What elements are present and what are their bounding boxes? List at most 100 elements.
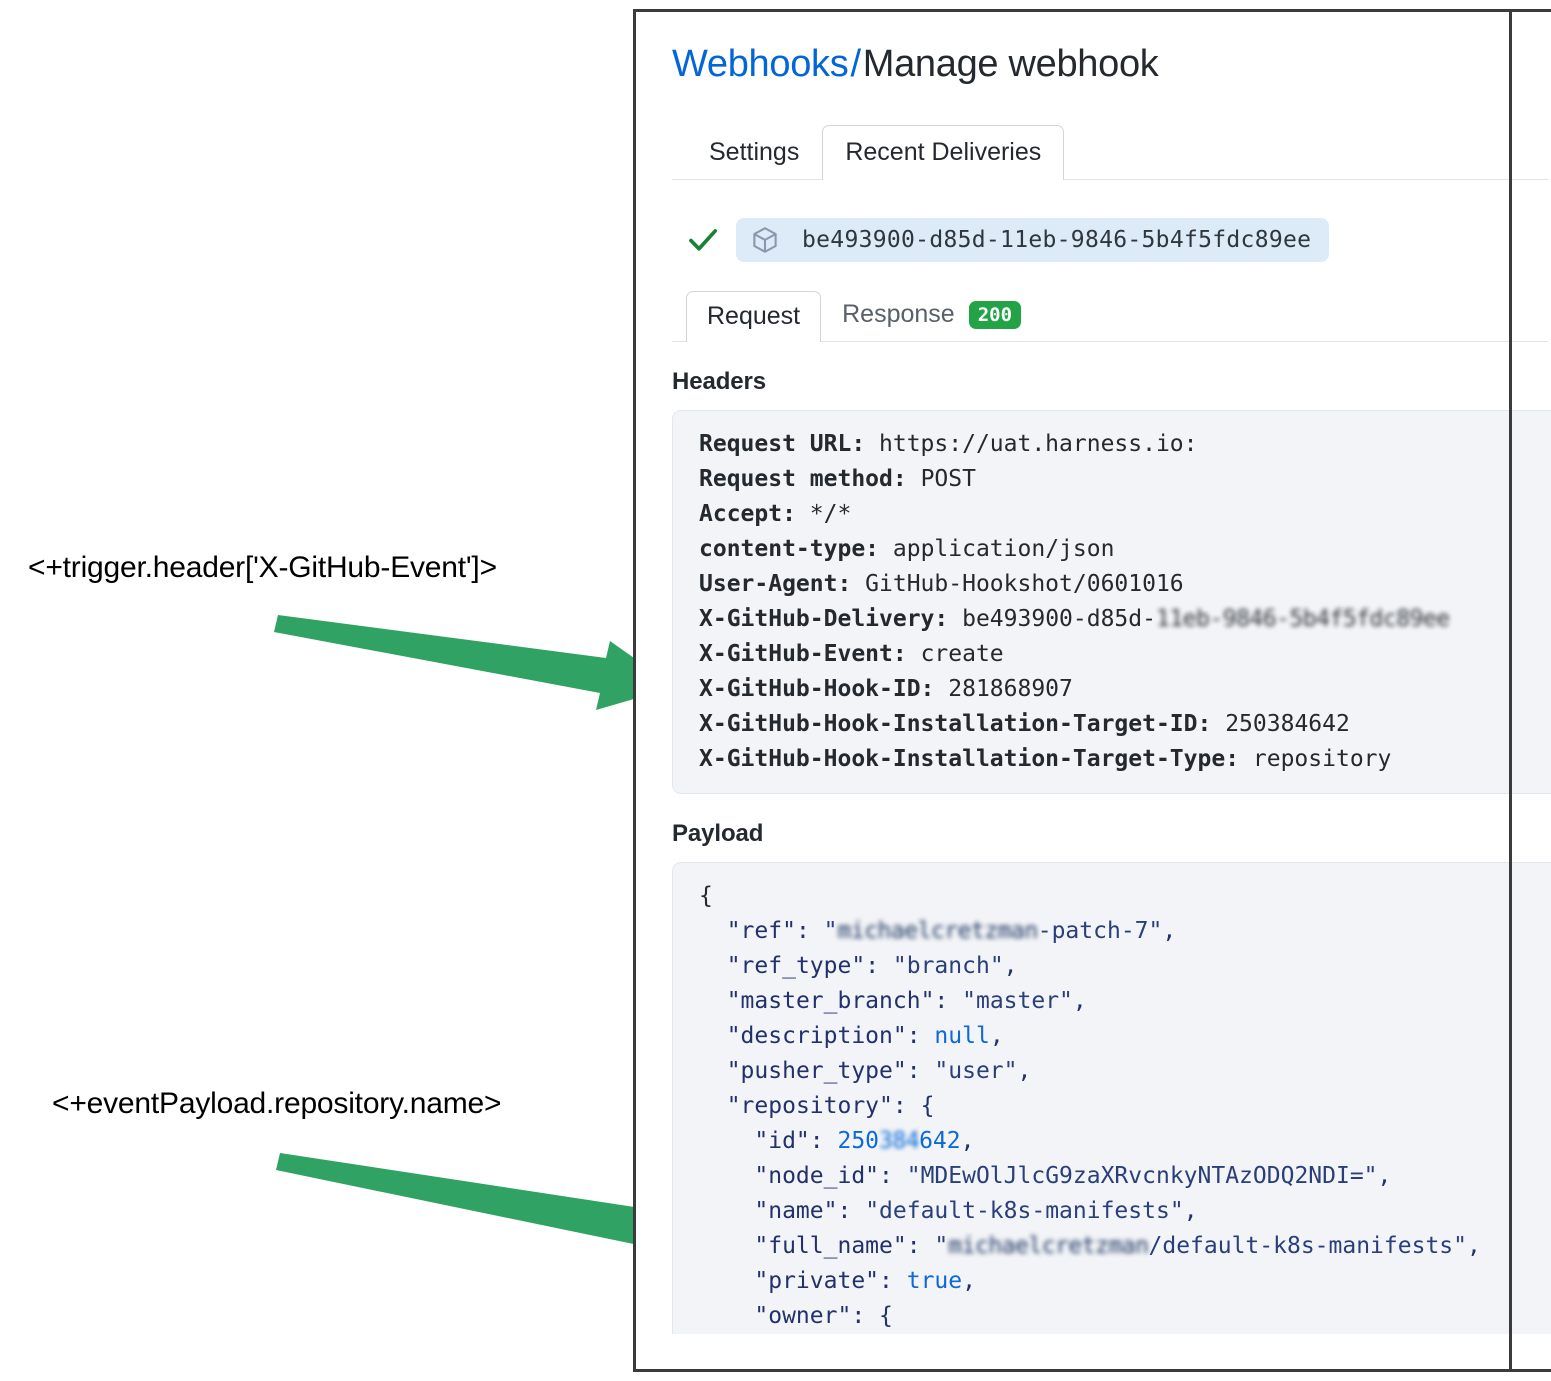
json-punct: :: [934, 987, 963, 1014]
page-title: Webhooks/Manage webhook: [672, 12, 1548, 88]
payload-indent: [699, 1163, 754, 1189]
json-string-redacted: michaelcretzman: [837, 917, 1039, 944]
header-value: https://uat.harness.io:: [879, 430, 1198, 457]
payload-indent: [699, 1128, 754, 1154]
json-key: "private": [754, 1267, 880, 1294]
json-key: "name": [754, 1197, 838, 1224]
payload-code-block: { "ref": "michaelcretzman-patch-7", "ref…: [672, 861, 1551, 1334]
json-number: 250: [837, 1127, 880, 1154]
payload-line: "ref": "michaelcretzman-patch-7",: [699, 914, 1551, 949]
header-value: POST: [920, 465, 976, 492]
check-icon: [689, 228, 718, 251]
payload-section-label: Payload: [672, 819, 764, 847]
json-literal: null: [934, 1022, 990, 1049]
payload-line: "master_branch": "master",: [699, 984, 1551, 1019]
json-string: ": [934, 1232, 949, 1259]
headers-section-label: Headers: [672, 367, 767, 395]
json-string: "user": [934, 1057, 1018, 1084]
payload-line: "full_name": "michaelcretzman/default-k8…: [699, 1229, 1551, 1264]
json-string-redacted: michaelcretzman: [948, 1232, 1149, 1259]
header-value: repository: [1252, 745, 1392, 772]
json-punct: ,: [962, 1267, 976, 1294]
header-value: */*: [809, 500, 852, 527]
tab-request-label: Request: [707, 301, 801, 330]
payload-indent: [699, 1233, 754, 1259]
tab-settings[interactable]: Settings: [709, 137, 800, 166]
json-string: /default-k8s-manifests": [1148, 1232, 1468, 1259]
json-punct: : {: [851, 1302, 893, 1329]
header-key: X-GitHub-Delivery:: [699, 605, 963, 632]
json-key: "full_name": [754, 1232, 907, 1259]
header-line: X-GitHub-Delivery: be493900-d85d-11eb-98…: [699, 602, 1551, 637]
headers-code-block: Request URL: https://uat.harness.io:Requ…: [672, 409, 1551, 794]
json-punct: :: [837, 1197, 866, 1224]
payload-indent: [699, 1303, 754, 1329]
json-punct: ,: [960, 1127, 975, 1154]
payload-indent: [699, 1023, 727, 1049]
header-key: X-GitHub-Event:: [699, 640, 921, 667]
header-value-redacted: 11eb-9846-5b4f5fdc89ee: [1155, 605, 1450, 632]
json-punct: :: [879, 1267, 907, 1294]
tab-recent-deliveries[interactable]: Recent Deliveries: [822, 124, 1065, 181]
breadcrumb-link-webhooks[interactable]: Webhooks: [672, 43, 849, 85]
json-string: "master": [962, 987, 1073, 1014]
breadcrumb-current: Manage webhook: [862, 43, 1159, 85]
json-punct: ,: [1467, 1232, 1481, 1259]
payload-line: {: [699, 879, 1551, 914]
json-string: "MDEwOlJlcG9zaXRvcnkyNTAzODQ2NDI=": [906, 1162, 1378, 1189]
json-punct: :: [879, 1162, 907, 1189]
tab-response-label: Response: [842, 300, 955, 329]
json-string: -patch-7": [1037, 917, 1163, 944]
header-line: Request URL: https://uat.harness.io:: [699, 427, 1551, 462]
header-line: X-GitHub-Hook-Installation-Target-ID: 25…: [699, 707, 1551, 742]
payload-indent: [699, 918, 727, 944]
payload-line: "node_id": "MDEwOlJlcG9zaXRvcnkyNTAzODQ2…: [699, 1159, 1551, 1194]
json-punct: :: [906, 1232, 935, 1259]
header-key: content-type:: [699, 535, 893, 562]
tab-request[interactable]: Request: [686, 290, 822, 343]
tab-response[interactable]: Response 200: [821, 288, 1042, 342]
header-key: X-GitHub-Hook-ID:: [699, 675, 949, 702]
json-punct: :: [865, 952, 893, 979]
payload-indent: [699, 1198, 754, 1224]
delivery-subtabs: Request Response 200: [672, 284, 1548, 343]
header-key: User-Agent:: [699, 570, 866, 597]
json-punct: ,: [1183, 1197, 1198, 1224]
header-line: Request method: POST: [699, 462, 1551, 497]
header-key: Request method:: [699, 465, 921, 492]
header-line: Accept: */*: [699, 497, 1551, 532]
json-punct: :: [809, 1127, 838, 1154]
header-line: X-GitHub-Event: create: [699, 637, 1551, 672]
payload-indent: [699, 988, 727, 1014]
json-punct: :: [906, 1022, 935, 1049]
header-key: Accept:: [699, 500, 810, 527]
json-punct: ,: [989, 1022, 1004, 1049]
header-value: application/json: [892, 535, 1115, 562]
header-key: Request URL:: [699, 430, 880, 457]
json-punct: :: [795, 917, 824, 944]
annotation-event-payload: <+eventPayload.repository.name>: [52, 1087, 502, 1120]
json-key: "node_id": [754, 1162, 880, 1189]
header-key: X-GitHub-Hook-Installation-Target-ID:: [699, 710, 1226, 737]
delivery-row: be493900-d85d-11eb-9846-5b4f5fdc89ee: [672, 217, 1548, 262]
json-key: "repository": [726, 1092, 893, 1119]
panel-right-border: [1509, 9, 1512, 1372]
json-key: "ref": [726, 917, 796, 944]
payload-line: "description": null,: [699, 1019, 1551, 1054]
delivery-guid: be493900-d85d-11eb-9846-5b4f5fdc89ee: [802, 226, 1312, 253]
json-string: ": [823, 917, 838, 944]
payload-indent: [699, 1058, 727, 1084]
json-key: "master_branch": [726, 987, 935, 1014]
payload-indent: [699, 953, 727, 979]
json-punct: ,: [1162, 917, 1177, 944]
payload-line: "ref_type": "branch",: [699, 949, 1551, 984]
delivery-id-pill[interactable]: be493900-d85d-11eb-9846-5b4f5fdc89ee: [736, 217, 1330, 262]
header-value: 281868907: [948, 675, 1073, 702]
json-punct: : {: [892, 1092, 935, 1119]
payload-line: "private": true,: [699, 1264, 1551, 1299]
header-value: create: [920, 640, 1004, 667]
payload-indent: [699, 1093, 727, 1119]
json-key: "owner": [754, 1302, 852, 1329]
json-literal: true: [906, 1267, 963, 1294]
payload-line: "owner": {: [699, 1299, 1551, 1334]
